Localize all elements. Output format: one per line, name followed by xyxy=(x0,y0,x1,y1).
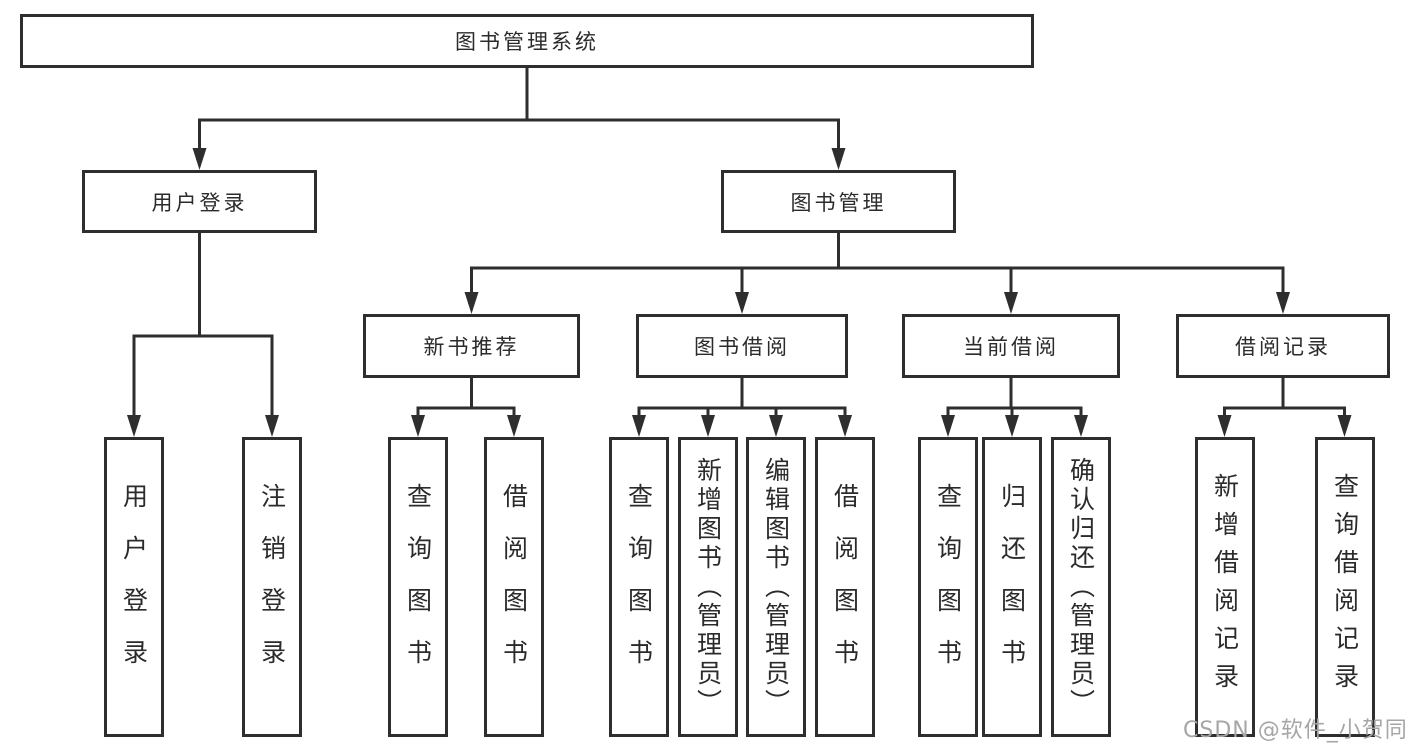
watermark-text: CSDN @软件_小贺同学 xyxy=(1183,718,1405,743)
leaf-confirm-return-admin: 确认归还（管理员） xyxy=(1051,437,1111,737)
node-current-borrow: 当前借阅 xyxy=(902,314,1120,378)
leaf-query-borrow-record: 查询借阅记录 xyxy=(1315,437,1375,737)
leaf-user-login: 用户登录 xyxy=(104,437,164,737)
leaf-add-borrow-record: 新增借阅记录 xyxy=(1195,437,1255,737)
leaf-query-books-recommend: 查询图书 xyxy=(388,437,448,737)
node-user-login: 用户登录 xyxy=(82,170,317,233)
node-book-management: 图书管理 xyxy=(721,170,956,233)
leaf-query-books-borrow: 查询图书 xyxy=(609,437,669,737)
leaf-query-books-current: 查询图书 xyxy=(918,437,978,737)
leaf-borrow-books-recommend: 借阅图书 xyxy=(484,437,544,737)
node-new-book-recommend: 新书推荐 xyxy=(363,314,580,378)
leaf-logout-login: 注销登录 xyxy=(242,437,302,737)
leaf-borrow-books: 借阅图书 xyxy=(815,437,875,737)
node-root-system: 图书管理系统 xyxy=(20,14,1034,68)
node-book-borrow: 图书借阅 xyxy=(636,314,848,378)
node-borrow-record: 借阅记录 xyxy=(1176,314,1390,378)
leaf-return-books: 归还图书 xyxy=(982,437,1042,737)
leaf-add-books-admin: 新增图书（管理员） xyxy=(678,437,738,737)
arrowheads xyxy=(127,148,1352,437)
leaf-edit-books-admin: 编辑图书（管理员） xyxy=(746,437,806,737)
